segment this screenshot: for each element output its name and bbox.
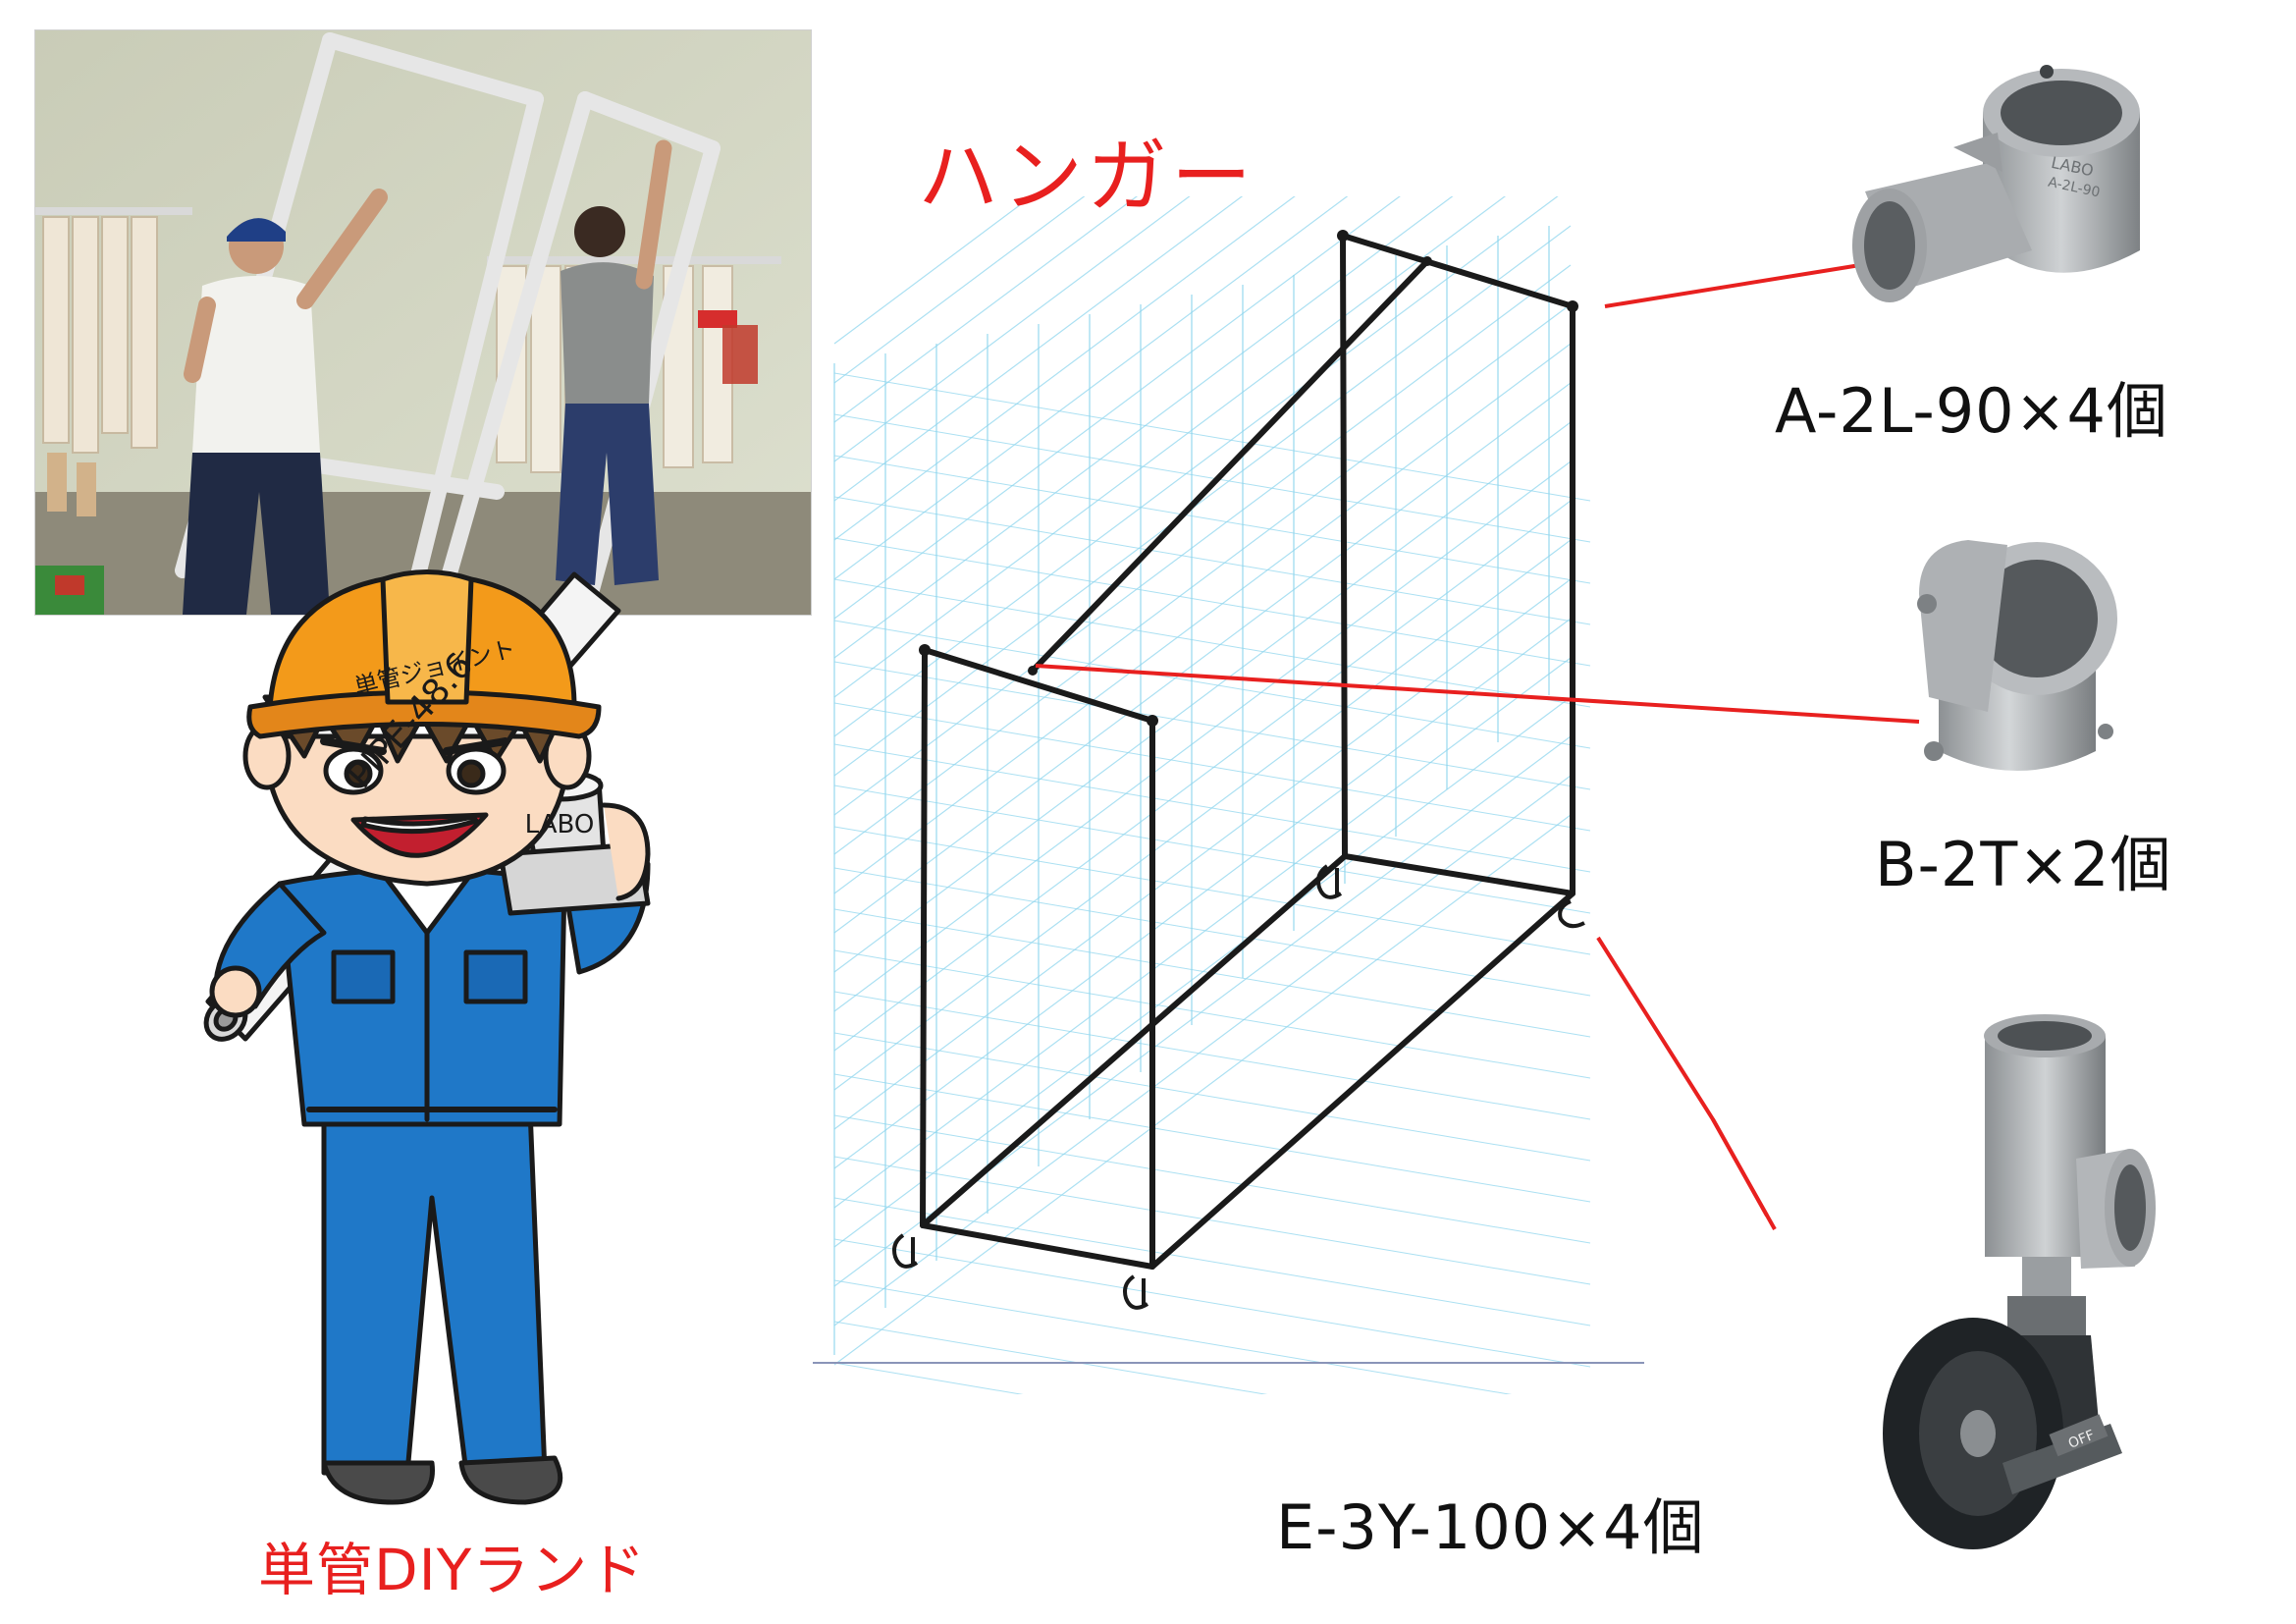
elbow-stamp-labo: LABO [2050,153,2096,181]
page-title: ハンガー [918,131,1256,224]
isometric-grid [833,196,1591,1394]
overall-pants [321,1107,563,1505]
caster-joint-image: OFF [1883,1014,2156,1549]
elbow-joint-image: LABO A-2L-90 [1852,65,2140,302]
mascot-character: 単管ジョイント PIPE-48.6 LABO [187,560,707,1522]
hanger-isometric-sketch [813,196,1644,1394]
assembly-photo [34,29,812,616]
tee-joint-image [1917,540,2117,771]
caster-wheels [892,864,1585,1310]
hanger-frame-lines [920,233,1575,1270]
part-label-b: B-2T×2個 [1875,829,2172,900]
photo-illustration [35,30,811,615]
caster-stamp-off: OFF [2066,1428,2097,1452]
worker-right [556,139,672,585]
hanger-frame-drawing [805,196,1787,1394]
worker-left [183,189,388,615]
mascot-illustration: 単管ジョイント PIPE-48.6 LABO [203,569,651,1505]
part-label-a: A-2L-90×4個 [1775,375,2168,447]
joint-text: LABO [525,810,595,839]
elbow-stamp-model: A-2L-90 [2047,175,2102,201]
clothing-rack-left [35,207,192,516]
orange-helmet [246,569,602,739]
part-label-e: E-3Y-100×4個 [1276,1491,1705,1563]
brand-name: 単管DIYランド [258,1537,647,1603]
frame-joint-dots [919,230,1578,727]
